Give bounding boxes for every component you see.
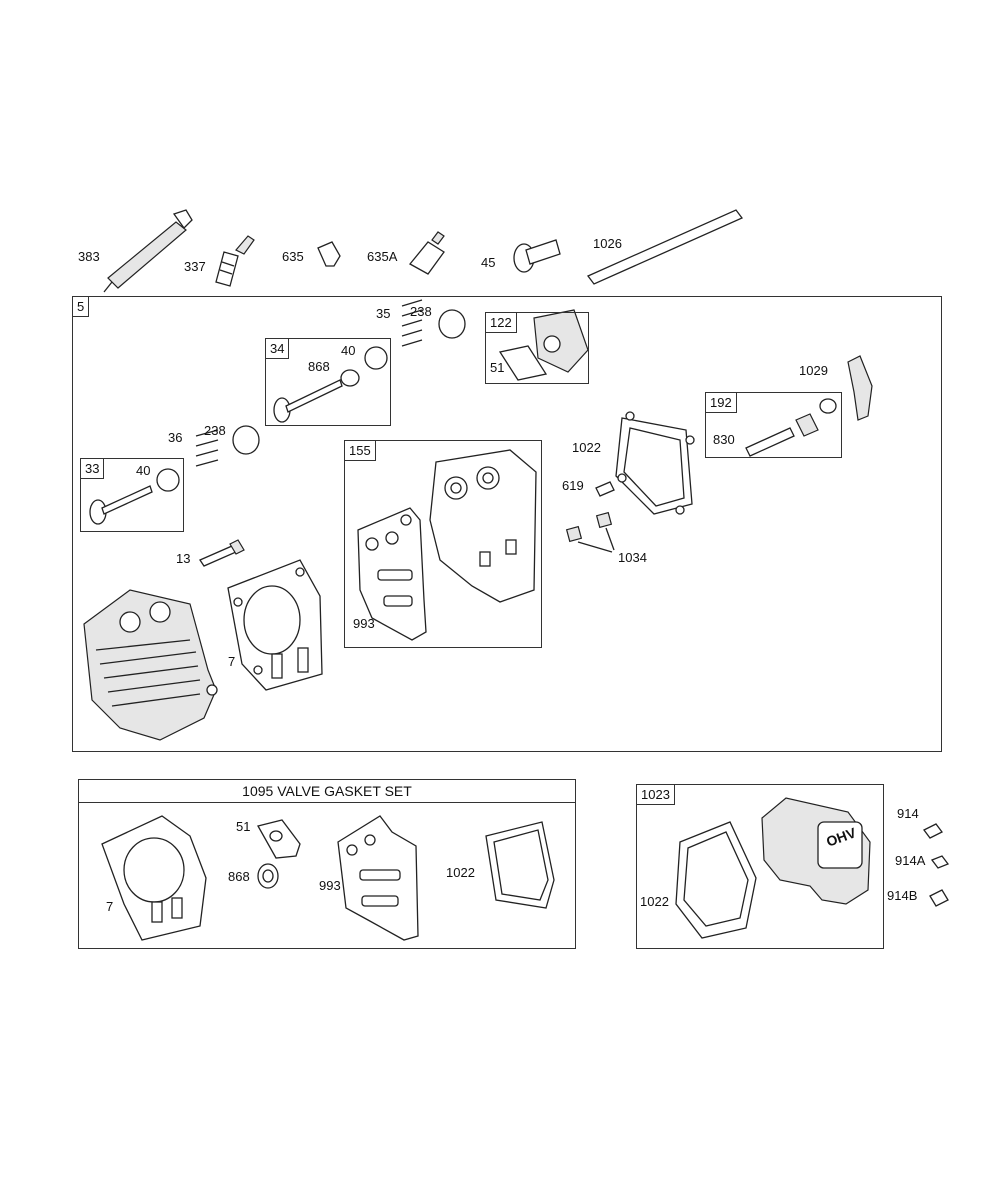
spark-plug-wrench-383[interactable] [103, 209, 193, 293]
spark-plug-boot-635a[interactable] [409, 231, 445, 275]
label-1022-set: 1022 [446, 865, 475, 880]
screw-914b[interactable] [929, 889, 949, 907]
label-35: 35 [376, 306, 391, 321]
label-993-set: 993 [319, 878, 341, 893]
group-1023-tag: 1023 [637, 785, 675, 805]
screw-619[interactable] [595, 481, 615, 497]
label-635: 635 [282, 249, 304, 264]
set-gasket-993[interactable] [337, 815, 419, 941]
label-51-top: 51 [490, 360, 505, 375]
label-238-left: 238 [204, 423, 226, 438]
label-619: 619 [562, 478, 584, 493]
valve-gasket-set-box: 1095 VALVE GASKET SET [78, 779, 576, 949]
label-914a: 914A [895, 853, 926, 868]
label-635a: 635A [367, 249, 398, 264]
head-gasket-7[interactable] [227, 559, 323, 691]
group-33-tag: 33 [81, 459, 105, 479]
screw-914[interactable] [923, 823, 943, 839]
label-1026: 1026 [593, 236, 622, 251]
valve-gasket-set-title: 1095 VALVE GASKET SET [79, 780, 575, 803]
group-34-box: 34 [265, 338, 391, 426]
group-5-tag: 5 [73, 297, 90, 317]
rocker-stud-830[interactable] [745, 398, 837, 457]
group-33-box: 33 [80, 458, 184, 532]
rocker-cover-gasket-1022[interactable] [615, 411, 695, 515]
exhaust-valve-34[interactable] [273, 346, 388, 423]
group-192-box: 192 [705, 392, 842, 458]
label-914b: 914B [887, 888, 918, 903]
label-7-set: 7 [106, 899, 114, 914]
label-40-top: 40 [341, 343, 356, 358]
label-337: 337 [184, 259, 206, 274]
rocker-arm-1029[interactable] [847, 355, 873, 421]
label-868-top: 868 [308, 359, 330, 374]
set-seal-868[interactable] [257, 863, 279, 889]
label-868-set: 868 [228, 869, 250, 884]
label-36: 36 [168, 430, 183, 445]
group-155-tag: 155 [345, 441, 376, 461]
cover-gasket-1022[interactable] [675, 821, 757, 939]
intake-elbow-122[interactable] [498, 309, 589, 381]
group-122-box: 122 [485, 312, 589, 384]
group-155-box: 155 [344, 440, 542, 648]
group-122-tag: 122 [486, 313, 517, 333]
label-51-set: 51 [236, 819, 251, 834]
set-head-gasket-7[interactable] [101, 815, 207, 941]
gasket-plate-993[interactable] [357, 507, 427, 641]
label-1022-cover: 1022 [640, 894, 669, 909]
set-gasket-51[interactable] [257, 819, 301, 859]
screw-914a[interactable] [930, 855, 950, 869]
breather-plate[interactable] [429, 449, 537, 603]
push-rod-1026[interactable] [586, 209, 744, 285]
label-1034: 1034 [618, 550, 647, 565]
label-40-left: 40 [136, 463, 151, 478]
label-830: 830 [713, 432, 735, 447]
cylinder-head[interactable] [83, 589, 218, 741]
label-914: 914 [897, 806, 919, 821]
rocker-cover-1023[interactable] [761, 797, 871, 905]
spark-plug-337[interactable] [215, 235, 255, 287]
set-gasket-1022[interactable] [485, 821, 555, 909]
spark-plug-cap-635[interactable] [317, 241, 341, 267]
label-1029: 1029 [799, 363, 828, 378]
valve-spring-36[interactable] [195, 425, 260, 467]
nuts-1034[interactable] [565, 511, 615, 553]
label-7-top: 7 [228, 654, 236, 669]
group-1023-box: 1023 [636, 784, 884, 949]
label-45: 45 [481, 255, 496, 270]
group-5-box: 5 [72, 296, 942, 752]
label-383: 383 [78, 249, 100, 264]
label-238-top: 238 [410, 304, 432, 319]
valve-part-45[interactable] [513, 239, 561, 273]
group-34-tag: 34 [266, 339, 290, 359]
label-1022-top: 1022 [572, 440, 601, 455]
label-13: 13 [176, 551, 191, 566]
valve-spring-35[interactable] [401, 299, 466, 347]
head-bolt-13[interactable] [199, 539, 245, 567]
intake-valve-33[interactable] [89, 468, 180, 525]
group-192-tag: 192 [706, 393, 737, 413]
label-993-top: 993 [353, 616, 375, 631]
